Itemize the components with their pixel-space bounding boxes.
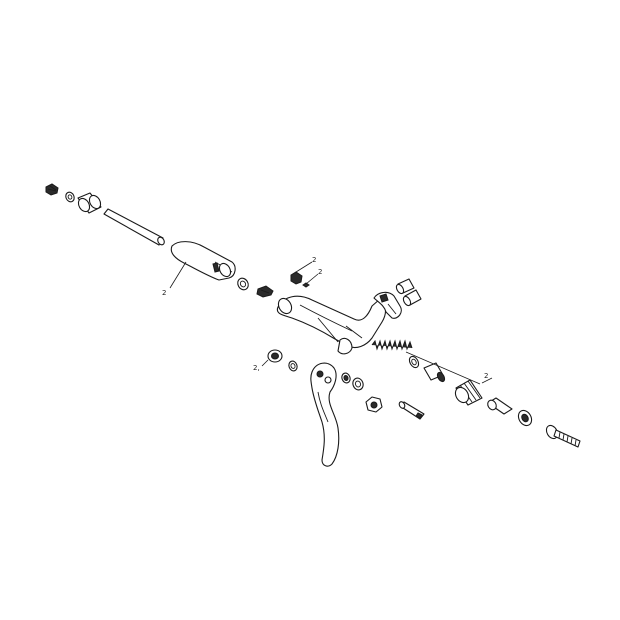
reservoir-clamp	[373, 291, 402, 319]
bolt-upper	[395, 278, 415, 295]
small-washer-mid	[288, 360, 298, 372]
top-small-screw	[290, 271, 303, 285]
top-small-pin	[302, 282, 310, 288]
grip-leader	[169, 261, 187, 289]
master-cylinder-body	[276, 295, 387, 355]
cylinder-sleeve	[77, 192, 102, 214]
top-screw-leader	[295, 261, 313, 273]
brake-lever-blade	[310, 362, 340, 467]
small-washer-left	[65, 191, 75, 203]
callout-spring-set: 2	[484, 372, 488, 380]
callout-grip: 2	[162, 289, 166, 297]
callout-left-bushing: 2,	[253, 364, 260, 372]
pivot-pin	[398, 401, 425, 420]
callout-top-screw: 2	[312, 256, 316, 264]
top-pin-leader	[305, 273, 319, 285]
adjust-screw	[256, 285, 274, 298]
far-left-screw	[45, 183, 59, 196]
end-cap	[517, 409, 533, 427]
spring-seat	[408, 355, 420, 369]
bolt-lower	[402, 289, 422, 307]
callout-top-pin: 2	[318, 268, 322, 276]
left-bushing-leader	[261, 359, 269, 367]
handlebar-grip-body	[170, 241, 236, 281]
adjuster-knob	[454, 379, 483, 406]
piston	[423, 362, 446, 383]
pivot-bearing-a	[341, 372, 351, 384]
spring-set-leader	[405, 351, 493, 385]
long-rod	[103, 208, 165, 246]
small-bushing	[237, 277, 249, 291]
pivot-bearing-b	[352, 377, 364, 391]
left-bushing	[267, 349, 283, 363]
push-rod	[487, 397, 513, 415]
spring-coil	[371, 339, 413, 351]
pivot-nut	[365, 396, 383, 413]
end-screw	[545, 424, 581, 448]
